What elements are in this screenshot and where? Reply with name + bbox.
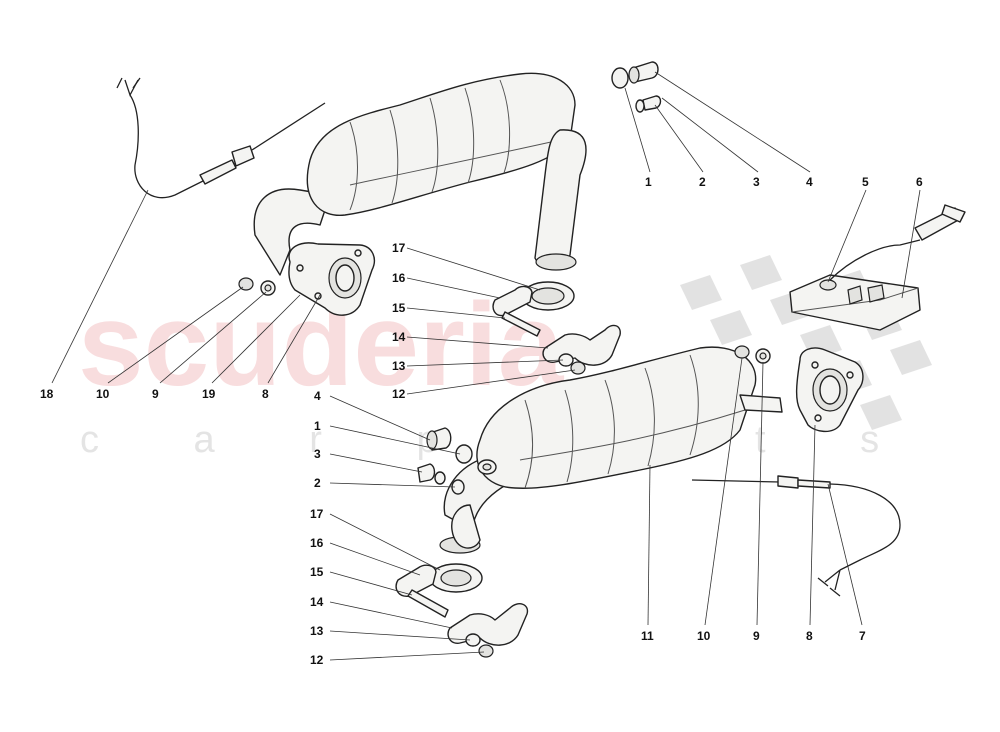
callout-2-lower: 2 bbox=[314, 476, 321, 490]
control-unit-and-connector bbox=[789, 204, 966, 331]
callout-16-lower: 16 bbox=[310, 536, 324, 550]
callout-11: 11 bbox=[641, 629, 654, 643]
callout-1-upper: 1 bbox=[645, 175, 652, 189]
callout-19: 19 bbox=[202, 387, 216, 401]
callout-4-upper: 4 bbox=[806, 175, 813, 189]
callout-10-lower: 10 bbox=[697, 629, 711, 643]
callout-13-upper: 13 bbox=[392, 359, 406, 373]
callout-18: 18 bbox=[40, 387, 54, 401]
callout-17-upper: 17 bbox=[392, 241, 406, 255]
callout-2-upper: 2 bbox=[699, 175, 706, 189]
callout-3-upper: 3 bbox=[753, 175, 760, 189]
callout-15-upper: 15 bbox=[392, 301, 406, 315]
callout-12-lower: 12 bbox=[310, 653, 324, 667]
callout-8-lower: 8 bbox=[806, 629, 813, 643]
callout-1-lower: 1 bbox=[314, 419, 321, 433]
callout-4-lower: 4 bbox=[314, 389, 321, 403]
callout-13-lower: 13 bbox=[310, 624, 324, 638]
callout-numbers-upper: 1 2 3 4 5 6 17 16 15 14 13 12 18 10 9 19… bbox=[40, 175, 923, 401]
callout-14-lower: 14 bbox=[310, 595, 324, 609]
upper-plugs-and-washers bbox=[611, 61, 662, 113]
callout-15-lower: 15 bbox=[310, 565, 324, 579]
callout-16-upper: 16 bbox=[392, 271, 406, 285]
callout-3-lower: 3 bbox=[314, 447, 321, 461]
lower-catalytic-converter bbox=[439, 346, 864, 554]
callout-12-upper: 12 bbox=[392, 387, 406, 401]
callout-17-lower: 17 bbox=[310, 507, 324, 521]
callout-5: 5 bbox=[862, 175, 869, 189]
callout-6: 6 bbox=[916, 175, 923, 189]
lower-clamp-assembly bbox=[395, 563, 529, 658]
callout-7: 7 bbox=[859, 629, 866, 643]
lower-oxygen-sensor bbox=[691, 475, 901, 597]
leader-lines bbox=[51, 71, 921, 661]
callout-10-upper: 10 bbox=[96, 387, 110, 401]
callout-numbers-lower-right: 11 10 9 8 7 bbox=[641, 629, 866, 643]
callout-8-upper: 8 bbox=[262, 387, 269, 401]
callout-14-upper: 14 bbox=[392, 330, 406, 344]
callout-numbers-lower-left: 4 1 3 2 17 16 15 14 13 12 bbox=[310, 389, 324, 667]
upper-catalytic-converter bbox=[253, 72, 587, 316]
lower-plugs-and-washers bbox=[417, 427, 473, 495]
callout-9-upper: 9 bbox=[152, 387, 159, 401]
callout-9-lower: 9 bbox=[753, 629, 760, 643]
upper-oxygen-sensor bbox=[116, 77, 326, 199]
upper-clamp-assembly bbox=[492, 281, 621, 375]
